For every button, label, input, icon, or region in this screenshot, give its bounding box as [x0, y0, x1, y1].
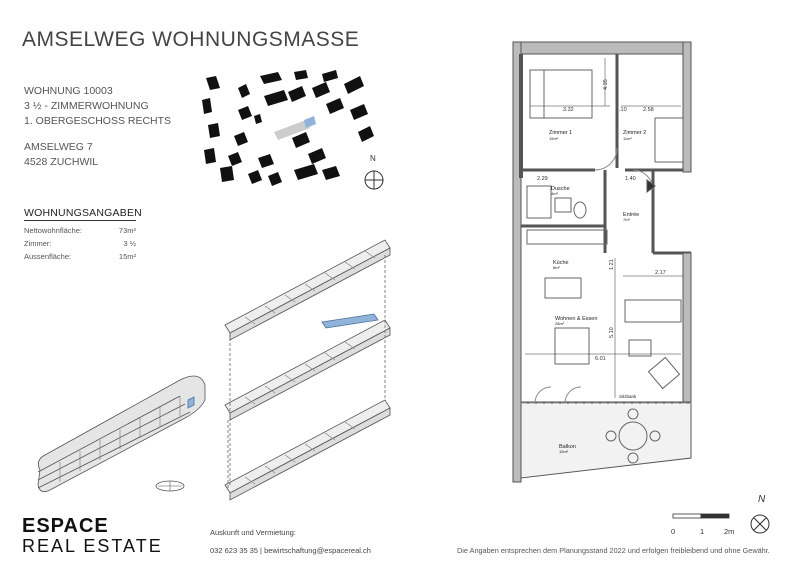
room-area: 28m²	[555, 321, 565, 326]
facts-label: Nettowohnfläche:	[24, 226, 82, 235]
facts-value: 15m²	[118, 252, 136, 261]
axonometric-view	[37, 239, 391, 501]
room-name: Zimmer 1	[549, 130, 572, 136]
dim-label: 2.58	[643, 107, 654, 113]
room-area: 15m²	[549, 136, 559, 141]
dim-label: 1.21	[609, 259, 615, 270]
facts-label: Aussenfläche:	[24, 252, 72, 261]
plan-north-icon	[750, 514, 770, 534]
room-name: Wohnen & Essen	[555, 316, 597, 322]
dim-label: 3.32	[563, 107, 574, 113]
unit-number: WOHNUNG 10003	[24, 85, 113, 97]
facts-row: Aussenfläche: 15m²	[24, 250, 136, 263]
scale-label: 2m	[724, 527, 735, 536]
unit-street: AMSELWEG 7	[24, 141, 93, 153]
plan-north-label: N	[758, 494, 766, 505]
north-arrow-icon	[364, 170, 384, 190]
unit-highlight	[304, 116, 316, 128]
dim-label: .10	[619, 107, 627, 113]
dim-label: 4.35	[603, 79, 609, 90]
room-name: Küche	[553, 260, 569, 266]
room-area: 7m²	[623, 217, 631, 222]
facts-table: Nettowohnfläche: 73m² Zimmer: 3 ½ Aussenfl…	[24, 224, 136, 263]
logo-espace: ESPACE	[22, 515, 109, 537]
room-name: Dusche	[551, 186, 570, 192]
floor-plan: 3.32 4.35 .10 2.58 2.29 1.40 2.17 5.10 6…	[512, 41, 692, 483]
dim-label: 6.01	[595, 356, 606, 362]
dim-label: 1.40	[625, 176, 636, 182]
facts-divider	[24, 220, 136, 221]
facts-value: 3 ½	[123, 239, 136, 248]
unit-address: AMSELWEG 7 4528 ZUCHWIL	[24, 140, 98, 170]
site-plan	[202, 70, 374, 186]
contact-heading: Auskunft und Vermietung:	[210, 528, 296, 537]
sitzbank-label: Sitzbank	[619, 394, 637, 399]
contact-line[interactable]: 032 623 35 35 | bewirtschaftung@espacere…	[210, 546, 371, 555]
dim-label: 2.17	[655, 270, 666, 276]
disclaimer: Die Angaben entsprechen dem Planungsstan…	[457, 546, 770, 555]
unit-city: 4528 ZUCHWIL	[24, 156, 99, 168]
unit-type: 3 ½ - ZIMMERWOHNUNG	[24, 100, 149, 112]
facts-row: Zimmer: 3 ½	[24, 237, 136, 250]
facts-label: Zimmer:	[24, 239, 52, 248]
scale-bar	[672, 513, 730, 519]
dim-label: 2.29	[537, 176, 548, 182]
dim-label: 5.10	[609, 327, 615, 338]
north-label: N	[370, 154, 376, 163]
room-area: 4m²	[551, 191, 559, 196]
room-name: Zimmer 2	[623, 130, 646, 136]
facts-value: 73m²	[118, 226, 136, 235]
logo-real-estate: REAL ESTATE	[22, 536, 163, 556]
building-footprint	[274, 120, 310, 140]
room-area: 8m²	[553, 265, 561, 270]
room-name: Balkon	[559, 444, 576, 450]
room-name: Entrée	[623, 212, 639, 218]
scale-label: 1	[700, 527, 705, 536]
page-title: AMSELWEG WOHNUNGSMASSE	[22, 28, 360, 51]
room-area: 15m²	[559, 449, 569, 454]
facts-heading: WOHNUNGSANGABEN	[24, 207, 142, 219]
unit-floor: 1. OBERGESCHOSS RECHTS	[24, 115, 172, 127]
facts-row: Nettowohnfläche: 73m²	[24, 224, 136, 237]
room-area: 11m²	[623, 136, 632, 141]
unit-info: WOHNUNG 10003 3 ½ - ZIMMERWOHNUNG 1. OBE…	[24, 84, 171, 129]
scale-label: 0	[671, 527, 676, 536]
